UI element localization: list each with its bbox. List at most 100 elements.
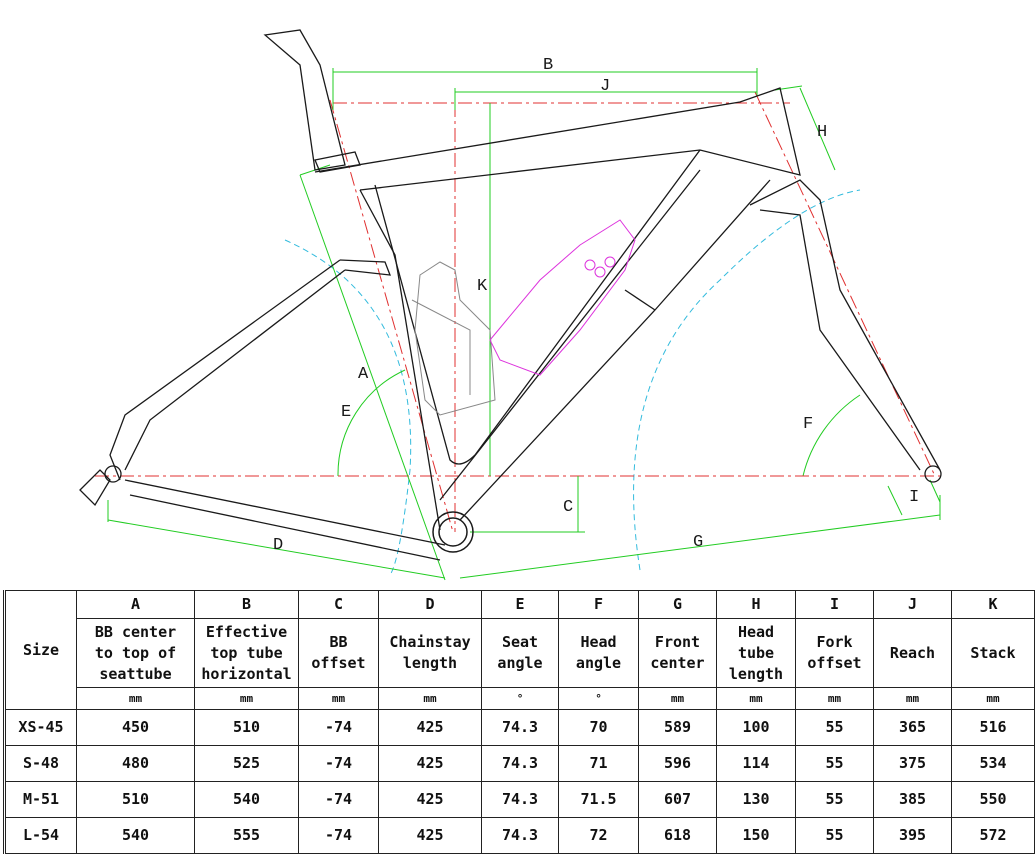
col-letter: I	[795, 590, 874, 619]
size-cell: L-54	[3, 817, 77, 854]
value-cell: 71.5	[558, 781, 639, 818]
col-unit: mm	[873, 687, 952, 710]
col-name-line: Chainstay	[389, 633, 471, 651]
value-cell: 70	[558, 709, 639, 746]
col-name-line: BB	[329, 633, 348, 651]
dim-label-k: K	[477, 277, 488, 296]
centerlines	[95, 91, 945, 533]
value-cell: 450	[76, 709, 195, 746]
col-letter: F	[558, 590, 639, 619]
col-letter: D	[378, 590, 482, 619]
value-cell: 55	[795, 817, 874, 854]
value-cell: 540	[76, 817, 195, 854]
dim-label-d: D	[273, 536, 283, 555]
col-letter: G	[638, 590, 717, 619]
col-name: Front center	[638, 618, 717, 688]
col-name-line: Reach	[889, 643, 936, 662]
water-bottle-grey	[411, 261, 496, 416]
col-unit: mm	[716, 687, 796, 710]
value-cell: 425	[378, 817, 482, 854]
col-name-line: Fork	[816, 633, 853, 651]
col-name-line: Head	[737, 622, 775, 641]
dimension-letters: B J H K A E F C D G I	[273, 56, 919, 555]
col-name: Fork offset	[795, 618, 874, 688]
value-cell: 395	[873, 817, 952, 854]
dimension-lines	[107, 68, 941, 581]
dim-label-a: A	[358, 365, 369, 384]
dim-label-g: G	[693, 533, 703, 552]
dim-label-e: E	[341, 403, 351, 422]
value-cell: 540	[194, 781, 299, 818]
col-name-line: Stack	[970, 643, 1016, 662]
col-name: BB offset	[298, 618, 379, 688]
col-name-line: length	[402, 654, 458, 672]
value-cell: 74.3	[481, 745, 559, 782]
value-cell: -74	[298, 781, 379, 818]
col-name-line: Seat	[501, 633, 539, 651]
value-cell: 114	[716, 745, 796, 782]
dim-label-j: J	[600, 77, 610, 96]
value-cell: 480	[76, 745, 195, 782]
value-cell: 555	[194, 817, 299, 854]
value-cell: 425	[378, 709, 482, 746]
value-cell: 72	[558, 817, 639, 854]
value-cell: 71	[558, 745, 639, 782]
value-cell: 55	[795, 709, 874, 746]
value-cell: 510	[76, 781, 195, 818]
col-name: Seat angle	[481, 618, 559, 688]
letter-row: Size A B C D E F G H I J K	[3, 590, 1035, 710]
col-name-line: horizontal	[201, 664, 292, 683]
dim-label-f: F	[803, 415, 813, 434]
col-name-line: center	[650, 654, 705, 672]
bottom-bracket	[432, 511, 474, 553]
col-name-line: angle	[497, 654, 543, 672]
value-cell: 100	[716, 709, 796, 746]
col-name-line: offset	[807, 654, 862, 672]
col-letter: A	[76, 590, 195, 619]
angle-arcs	[337, 369, 861, 477]
value-cell: 150	[716, 817, 796, 854]
value-cell: 385	[873, 781, 952, 818]
col-unit: °	[558, 687, 639, 710]
frame-outline	[79, 29, 941, 561]
dim-label-c: C	[563, 498, 573, 517]
value-cell: 572	[951, 817, 1035, 854]
value-cell: 534	[951, 745, 1035, 782]
col-unit: mm	[795, 687, 874, 710]
value-cell: 550	[951, 781, 1035, 818]
col-name-line: Front	[654, 633, 701, 651]
value-cell: 74.3	[481, 817, 559, 854]
col-unit: °	[481, 687, 559, 710]
col-name: Stack	[951, 618, 1035, 688]
col-name-line: tube	[737, 643, 775, 662]
dropouts	[104, 465, 942, 483]
size-cell: XS-45	[3, 709, 77, 746]
dim-label-i: I	[909, 488, 919, 507]
col-letter: E	[481, 590, 559, 619]
size-header: Size	[3, 590, 77, 710]
col-name: Reach	[873, 618, 952, 688]
col-name-line: seattube	[99, 664, 172, 683]
col-name-line: angle	[575, 654, 622, 672]
value-cell: 74.3	[481, 781, 559, 818]
col-name: Chainstay length	[378, 618, 482, 688]
col-unit: mm	[951, 687, 1035, 710]
size-cell: M-51	[3, 781, 77, 818]
col-name-line: top tube	[210, 643, 283, 662]
value-cell: 589	[638, 709, 717, 746]
size-cell: S-48	[3, 745, 77, 782]
col-name-line: offset	[311, 654, 366, 672]
value-cell: 510	[194, 709, 299, 746]
col-letter: K	[951, 590, 1035, 619]
value-cell: 130	[716, 781, 796, 818]
